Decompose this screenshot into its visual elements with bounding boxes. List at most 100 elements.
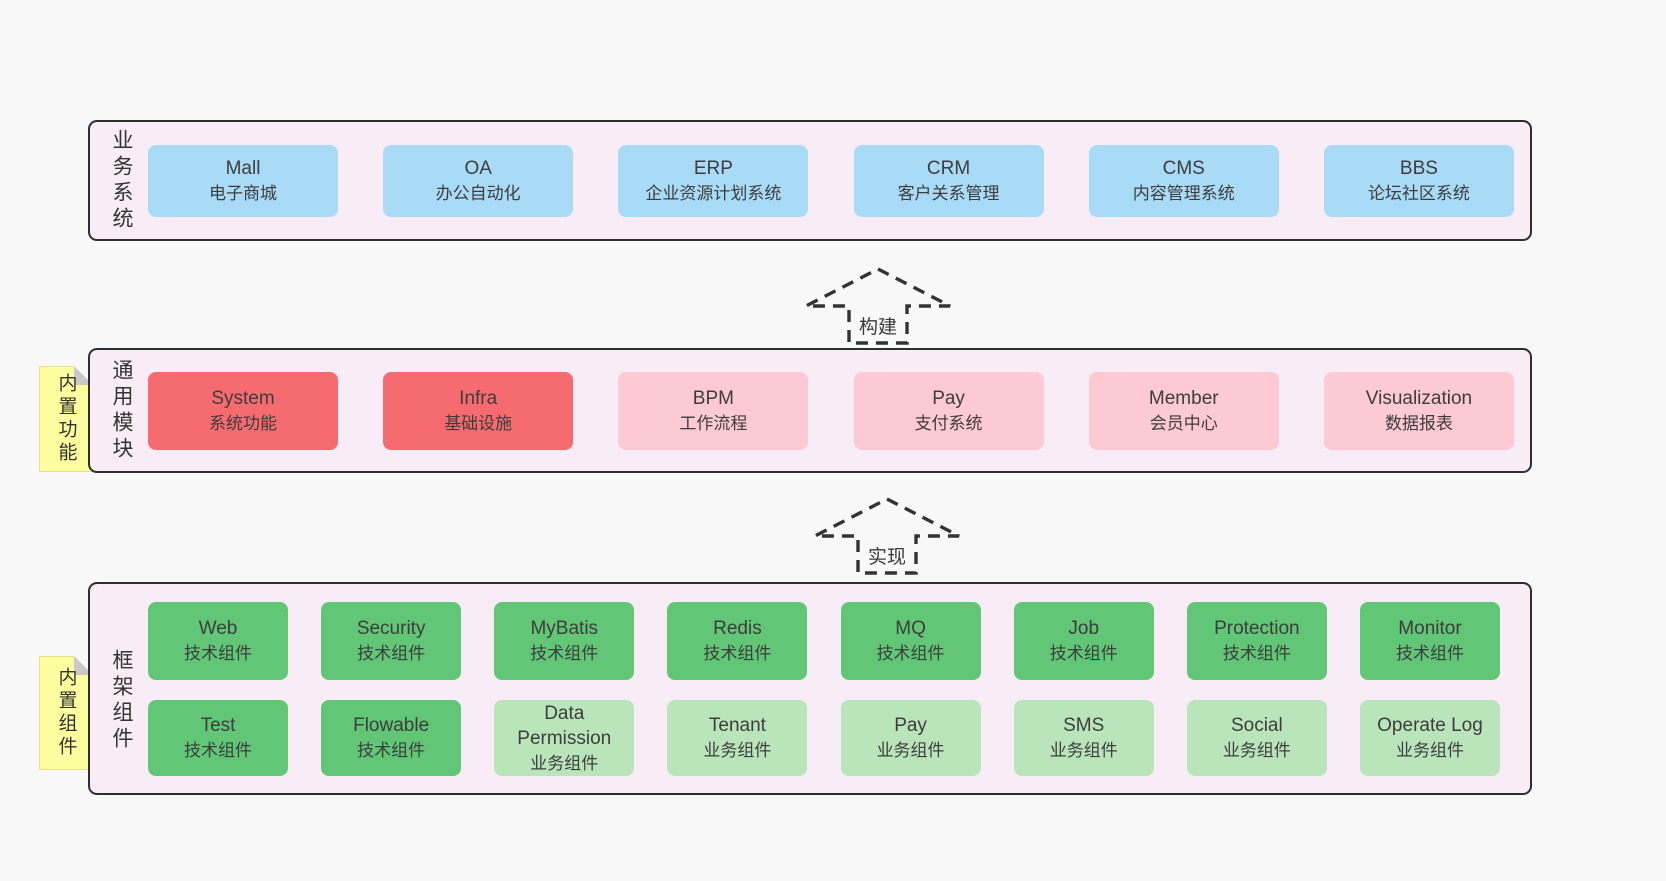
components-grid: Web 技术组件 Security 技术组件 MyBatis 技术组件 Redi… [148,602,1500,776]
box-subtitle: 支付系统 [914,413,983,433]
box-title: Visualization [1365,387,1473,409]
box-title: OA [464,157,492,179]
implement-arrow-label: 实现 [864,542,910,569]
box-subtitle: 技术组件 [184,644,252,663]
box-mq: MQ 技术组件 [840,602,981,680]
box-visualization: Visualization 数据报表 [1323,371,1514,450]
box-subtitle: 技术组件 [530,644,599,663]
box-title: Mall [225,157,261,179]
business-layer-label: 业务系统 [110,128,133,233]
sticky-note-label: 内置组件 [55,667,77,759]
box-subtitle: 企业资源计划系统 [645,183,782,203]
box-title: CRM [926,157,971,179]
box-mybatis: MyBatis 技术组件 [494,602,635,680]
box-title: Infra [459,387,498,409]
box-title: Job [1068,618,1100,639]
box-data-permission: Data Permission 业务组件 [494,700,635,776]
box-title: BBS [1399,157,1438,179]
modules-boxes-row: System 系统功能 Infra 基础设施 BPM 工作流程 Pay 支付系统… [148,350,1514,471]
box-web: Web 技术组件 [148,602,288,680]
box-flowable: Flowable 技术组件 [321,700,462,776]
box-operate-log: Operate Log 业务组件 [1359,700,1500,776]
box-title: Security [356,618,426,639]
box-cms: CMS 内容管理系统 [1088,144,1279,217]
box-title: Pay [894,715,927,736]
box-subtitle: 业务组件 [1395,741,1464,760]
components-row-1: Web 技术组件 Security 技术组件 MyBatis 技术组件 Redi… [148,602,1500,680]
box-subtitle: 技术组件 [876,644,945,663]
box-title: MQ [895,618,926,639]
box-subtitle: 业务组件 [876,741,945,760]
box-protection: Protection 技术组件 [1186,602,1327,680]
box-subtitle: 业务组件 [703,741,772,760]
modules-layer-label: 通用模块 [110,358,133,463]
box-tenant: Tenant 业务组件 [667,700,808,776]
box-subtitle: 会员中心 [1149,413,1218,433]
box-title: Protection [1214,618,1300,639]
box-subtitle: 论坛社区系统 [1367,183,1470,203]
box-oa: OA 办公自动化 [383,144,574,217]
dashed-up-arrow-icon [805,267,951,345]
sticky-note-fold-corner [74,366,93,385]
box-erp: ERP 企业资源计划系统 [618,144,809,217]
box-title: Test [200,715,236,736]
box-subtitle: 内容管理系统 [1132,183,1235,203]
box-subtitle: 技术组件 [703,644,772,663]
components-layer-label: 框架组件 [110,649,133,754]
box-title: BPM [692,387,734,409]
box-subtitle: 技术组件 [184,741,252,760]
box-system: System 系统功能 [148,371,338,450]
box-subtitle: 技术组件 [357,644,426,663]
box-title: MyBatis [530,618,599,639]
common-modules-layer: 内置功能 通用模块 System 系统功能 Infra 基础设施 BPM 工作流… [88,348,1532,473]
box-redis: Redis 技术组件 [667,602,808,680]
implement-arrow: 实现 [812,496,962,576]
build-arrow: 构建 [803,266,953,346]
box-subtitle: 业务组件 [1222,741,1291,760]
box-subtitle: 业务组件 [1049,741,1118,760]
sticky-note-label: 内置功能 [55,373,77,465]
box-sms: SMS 业务组件 [1013,700,1154,776]
box-title: Social [1230,715,1283,736]
box-member: Member 会员中心 [1088,371,1279,450]
box-crm: CRM 客户关系管理 [853,144,1044,217]
box-title: Operate Log [1377,715,1483,736]
sticky-note-body [39,656,93,770]
built-in-features-sticky-note: 内置功能 [39,366,93,472]
box-title: Monitor [1398,618,1462,639]
box-infra: Infra 基础设施 [383,371,574,450]
box-subtitle: 技术组件 [1222,644,1291,663]
dashed-up-arrow-icon [814,497,960,575]
built-in-components-sticky-note: 内置组件 [39,656,93,770]
box-monitor: Monitor 技术组件 [1359,602,1500,680]
box-social: Social 业务组件 [1186,700,1327,776]
box-title: Flowable [353,715,430,736]
box-subtitle: 技术组件 [1395,644,1464,663]
box-subtitle: 系统功能 [209,413,277,433]
box-title: SMS [1063,715,1105,736]
components-row-2: Test 技术组件 Flowable 技术组件 Data Permission … [148,700,1500,776]
box-subtitle: 电子商城 [209,183,277,203]
box-security: Security 技术组件 [321,602,462,680]
framework-components-layer: 内置组件 框架组件 Web 技术组件 Security 技术组件 MyBatis… [88,582,1532,795]
sticky-note-fold-corner [74,656,93,675]
box-test: Test 技术组件 [148,700,288,776]
box-title: System [211,387,275,409]
box-title: Redis [713,618,762,639]
box-title: Pay [932,387,965,409]
build-arrow-label: 构建 [855,312,901,339]
box-mall: Mall 电子商城 [148,144,338,217]
box-title: Tenant [708,715,766,736]
box-pay-module: Pay 支付系统 [853,371,1044,450]
box-subtitle: 业务组件 [530,753,599,773]
box-pay-component: Pay 业务组件 [840,700,981,776]
box-bbs: BBS 论坛社区系统 [1323,144,1514,217]
box-subtitle: 技术组件 [1049,644,1118,663]
box-subtitle: 办公自动化 [435,183,521,203]
box-subtitle: 客户关系管理 [897,183,1000,203]
box-subtitle: 技术组件 [357,741,426,760]
sticky-note-body [39,366,93,472]
box-title: Web [198,618,238,639]
box-subtitle: 数据报表 [1384,413,1453,433]
